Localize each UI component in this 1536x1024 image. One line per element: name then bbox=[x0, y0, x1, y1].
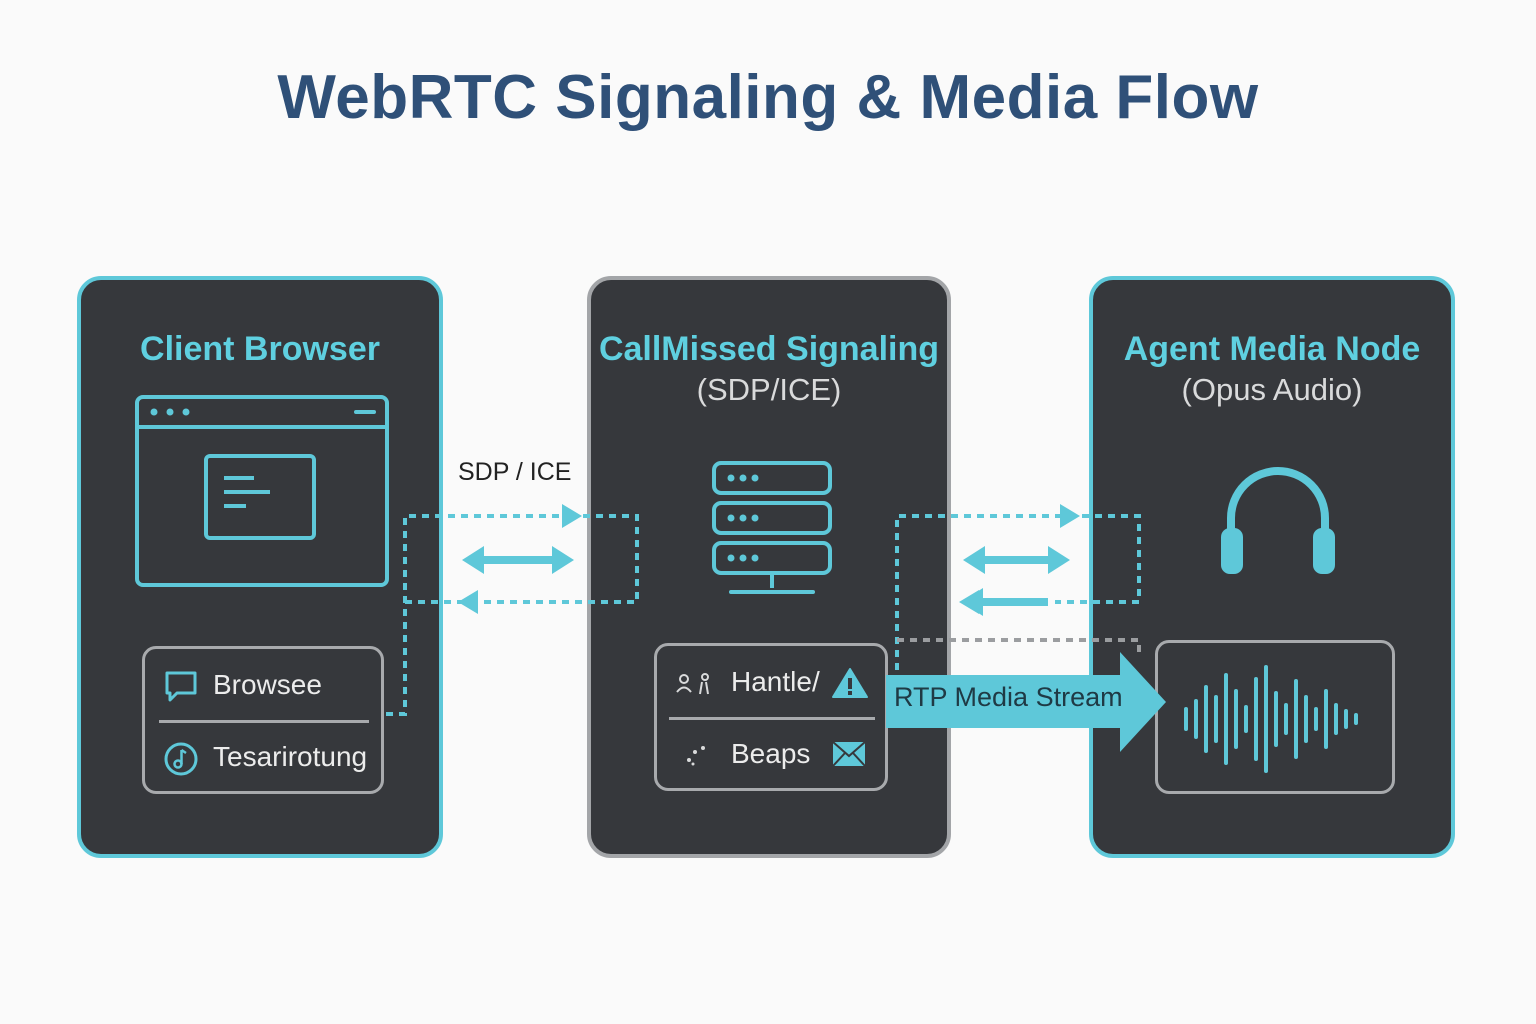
warning-icon bbox=[832, 668, 868, 698]
browser-window-icon bbox=[135, 395, 389, 587]
audio-waveform-icon bbox=[1184, 665, 1358, 773]
dots-icon bbox=[687, 746, 705, 766]
server-stack-icon bbox=[712, 461, 832, 594]
row-divider bbox=[159, 720, 369, 723]
agent-media-subtitle: (Opus Audio) bbox=[1181, 372, 1363, 407]
chat-bubble-icon bbox=[165, 671, 197, 702]
envelope-icon bbox=[832, 741, 866, 767]
signaling-row-hantle: Hantle/ bbox=[731, 666, 820, 697]
signaling-features-box: Hantle/ Beaps bbox=[654, 643, 888, 791]
media-return-arrow bbox=[961, 588, 1048, 616]
client-row-browsee: Browsee bbox=[213, 669, 322, 700]
row-divider bbox=[669, 717, 875, 720]
sdp-double-arrow bbox=[462, 546, 574, 574]
signaling-title: CallMissed Signaling bbox=[598, 330, 940, 368]
headphones-icon bbox=[1221, 467, 1335, 574]
arrowhead bbox=[562, 504, 582, 528]
client-features-box: Browsee Tesarirotung bbox=[142, 646, 384, 794]
arrowhead bbox=[959, 590, 979, 614]
client-row-tesarirotung: Tesarirotung bbox=[213, 741, 368, 772]
arrowhead bbox=[458, 590, 478, 614]
audio-waveform-box bbox=[1155, 640, 1395, 794]
sdp-ice-label: SDP / ICE bbox=[458, 458, 572, 486]
rtp-media-stream-label: RTP Media Stream bbox=[894, 682, 1123, 712]
client-browser-panel: Client Browser Browsee Tesarirotung bbox=[77, 276, 443, 858]
page-title: WebRTC Signaling & Media Flow bbox=[277, 63, 1259, 132]
client-browser-title: Client Browser bbox=[140, 330, 380, 368]
media-double-arrow bbox=[963, 546, 1070, 574]
signaling-row-beaps: Beaps bbox=[731, 738, 811, 769]
agent-media-title: Agent Media Node bbox=[1123, 330, 1421, 368]
arrowhead bbox=[1060, 504, 1080, 528]
agent-media-panel: Agent Media Node (Opus Audio) bbox=[1089, 276, 1455, 858]
signaling-subtitle: (SDP/ICE) bbox=[696, 372, 842, 407]
users-icon bbox=[676, 673, 709, 695]
music-note-circle-icon bbox=[164, 742, 198, 776]
signaling-panel: CallMissed Signaling (SDP/ICE) Hantle/ bbox=[587, 276, 951, 858]
